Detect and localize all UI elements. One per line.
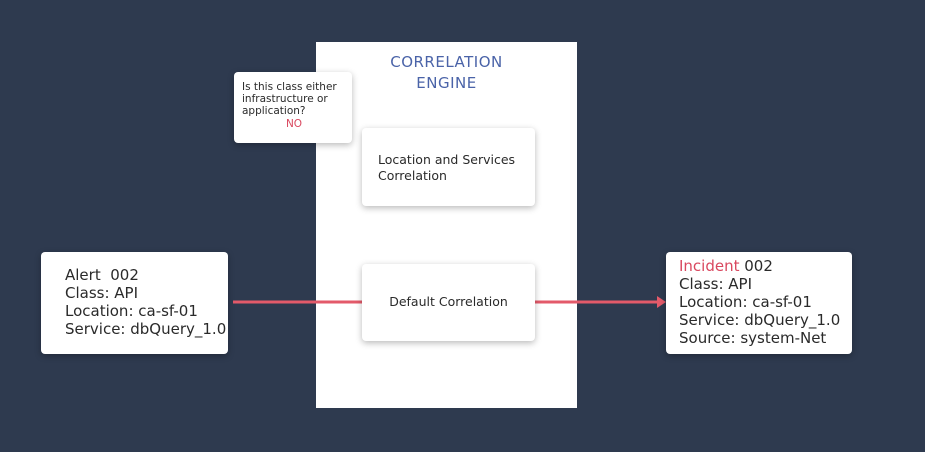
incident-card: Incident 002 Class: API Location: ca-sf-… [666,252,852,354]
default-correlation-label: Default Correlation [389,294,508,309]
alert-location: Location: ca-sf-01 [65,302,198,320]
engine-title: CORRELATION ENGINE [390,53,503,92]
correlation-engine-panel: CORRELATION ENGINE [316,42,577,408]
question-text: Is this class either infrastructure or a… [242,81,337,117]
alert-card: Alert 002 Class: API Location: ca-sf-01 … [41,252,228,354]
location-services-label: Location and Services Correlation [378,152,516,183]
incident-title: Incident 002 [679,257,852,275]
incident-arrowhead [657,296,666,308]
question-answer: NO [285,118,303,130]
question-callout: Is this class either infrastructure or a… [234,72,352,143]
incident-id: 002 [739,257,773,275]
incident-service: Service: dbQuery_1.0 [679,311,841,329]
incident-location: Location: ca-sf-01 [679,293,812,311]
location-services-correlation-card: Location and Services Correlation [362,128,535,206]
alert-service: Service: dbQuery_1.0 [65,320,227,338]
default-correlation-card: Default Correlation [362,264,535,341]
incident-source: Source: system-Net [679,329,827,347]
alert-title: Alert 002 [65,266,139,284]
alert-class: Class: API [65,284,139,302]
incident-label: Incident [679,257,740,275]
incident-class: Class: API [679,275,753,293]
